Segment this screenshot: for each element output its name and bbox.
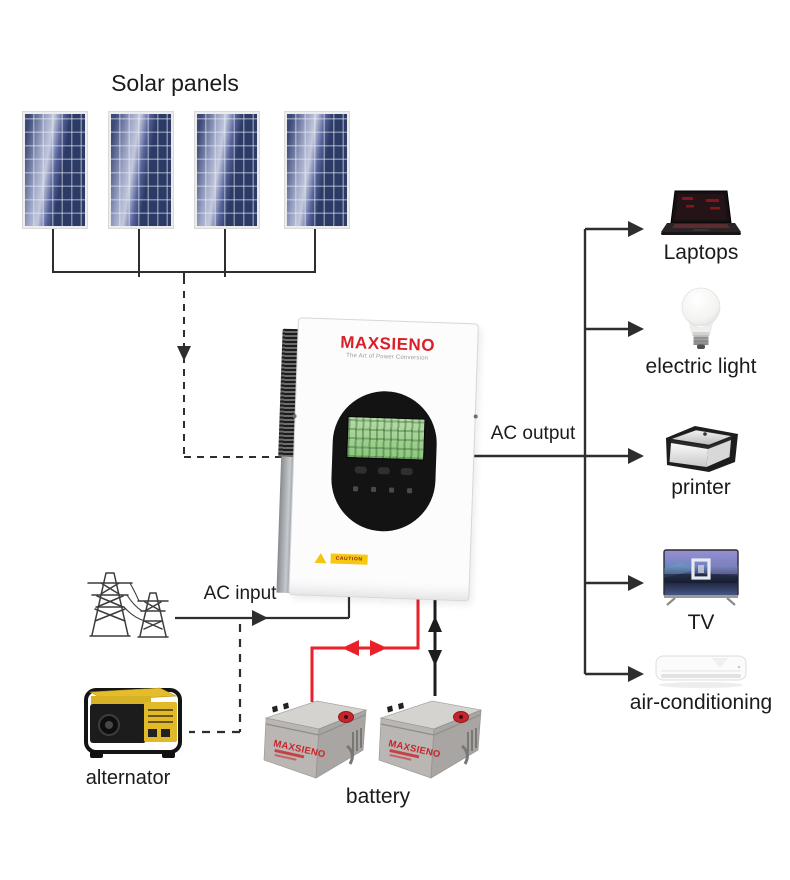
battery-red-wire [310,552,420,702]
inverter-lcd-screen [345,415,426,461]
printer-icon [666,426,738,472]
laptop-icon [661,190,741,235]
generator-icon [84,687,182,758]
solar-flow-arrow [177,346,191,361]
device-label: printer [671,476,731,499]
alternator-label: alternator [85,767,171,789]
inverter-display-panel [329,389,438,534]
inverter: MAXSIENO The Art of Power Conversion CAU… [273,317,479,610]
output-device-electric-light: electric light [616,286,786,379]
warning-triangle-icon [314,552,327,564]
air-conditioner-icon [655,655,747,688]
battery-black-arrow-down [428,650,442,666]
battery-label: battery [345,785,411,808]
inverter-key-icons [331,485,435,494]
ac-output-wire [465,227,630,676]
transmission-tower-icon [87,572,169,638]
battery-red-arrow-right [370,640,387,656]
output-device-air-conditioning: air-conditioning [616,654,786,715]
ac-output-label: AC output [490,423,576,444]
solar-panel-icon [285,112,349,228]
ac-input-label: AC input [203,583,277,604]
light-bulb-icon [681,287,721,349]
device-label: TV [687,611,715,634]
output-device-printer: printer [616,421,786,500]
solar-panel-icon [23,112,87,228]
output-device-tv: TV [616,548,786,635]
battery-icon: MAXSIENO [378,700,483,779]
caution-text: CAUTION [330,553,368,565]
inverter-buttons [331,465,435,476]
inverter-caution-sticker: CAUTION [314,552,368,565]
tv-icon [663,549,739,606]
ac-input-arrow [252,610,268,626]
device-label: electric light [645,355,757,378]
solar-panel-icon [195,112,259,228]
inverter-front-panel: MAXSIENO The Art of Power Conversion CAU… [288,317,479,602]
battery-black-arrow-up [428,616,442,632]
solar-bus-wire [52,223,316,458]
output-device-laptops: Laptops [616,190,786,265]
screw-icon [292,414,297,419]
solar-panels-title: Solar panels [111,70,239,96]
device-label: air-conditioning [629,691,773,714]
solar-panel-icon [109,112,173,228]
output-arrows [628,221,644,682]
battery-red-arrow-left [342,640,359,656]
device-label: Laptops [663,241,739,264]
battery-icon: MAXSIENO [263,700,368,779]
